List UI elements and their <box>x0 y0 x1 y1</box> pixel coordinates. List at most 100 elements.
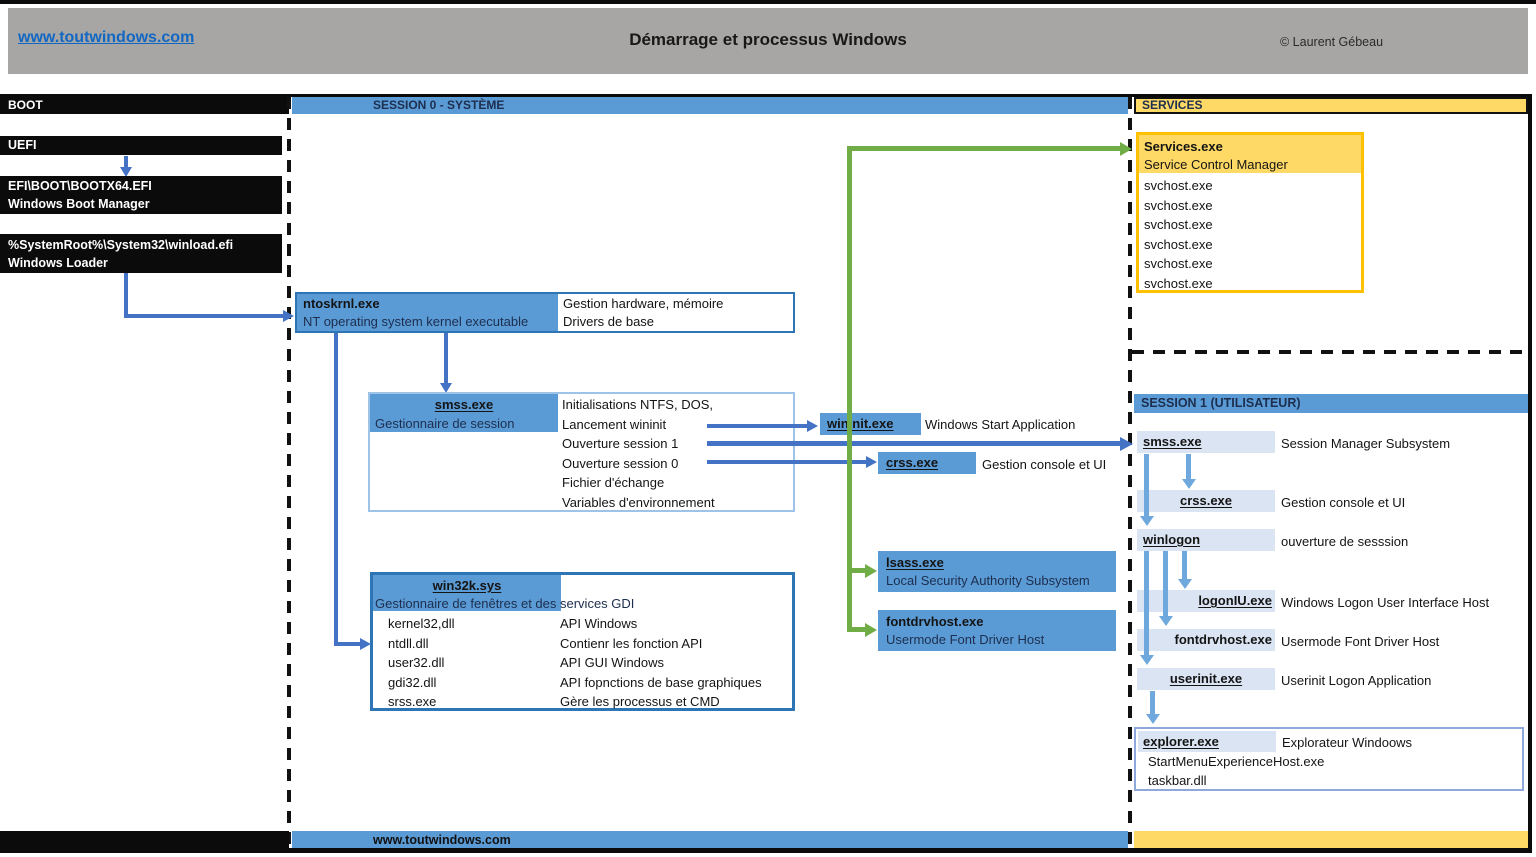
crss-name: crss.exe <box>886 455 939 470</box>
smss-action: Initialisations NTFS, DOS, <box>562 397 713 412</box>
s1-fontdrvhost-desc: Usermode Font Driver Host <box>1281 634 1440 649</box>
ntoskrnl-note-1: Gestion hardware, mémoire <box>563 296 724 311</box>
bottom-bar-boot <box>0 831 289 848</box>
arrowhead-s1-logonui <box>1178 579 1192 589</box>
smss-box: smss.exe Gestionnaire de session Initial… <box>368 392 795 512</box>
smss-action: Lancement wininit <box>562 416 667 432</box>
arrow-ntoskrnl-to-win32k-vertical <box>334 333 338 646</box>
arrowhead-to-crss <box>866 456 877 468</box>
module-file: gdi32.dll <box>388 674 437 690</box>
arrowhead-loader-to-ntoskrnl <box>283 310 294 322</box>
smss-action: Variables d'environnement <box>562 494 715 510</box>
services-scm-name: Services.exe <box>1144 139 1223 154</box>
fontdrvhost-name: fontdrvhost.exe <box>886 614 984 629</box>
windows-loader-label: Windows Loader <box>8 256 108 270</box>
boot-manager-box: EFI\BOOT\BOOTX64.EFI Windows Boot Manage… <box>0 176 282 214</box>
win32k-box: win32k.sys Gestionnaire de fenêtres et d… <box>370 572 795 711</box>
s1-winlogon-desc: ouverture de sesssion <box>1281 534 1409 549</box>
arrow-ntoskrnl-to-smss <box>444 333 448 383</box>
svchost-item: svchost.exe <box>1144 197 1213 213</box>
separator-services-session1 <box>1132 350 1528 354</box>
arrowhead-s1-userinit <box>1140 655 1154 665</box>
module-role: API Windows <box>560 616 638 631</box>
session1-column-header: SESSION 1 (UTILISATEUR) <box>1134 394 1528 413</box>
svchost-item: svchost.exe <box>1144 256 1213 272</box>
green-branch-lsass <box>847 568 867 573</box>
s1-winlogon-box: winlogon <box>1137 529 1275 551</box>
green-line-vertical <box>847 146 852 632</box>
bottom-site-link[interactable]: www.toutwindows.com <box>373 833 511 847</box>
boot-manager-label: Windows Boot Manager <box>8 197 150 211</box>
arrow-ntoskrnl-to-win32k-horizontal <box>334 642 362 646</box>
arrow-s1-userinit-to-explorer <box>1150 691 1155 715</box>
arrowhead-uefi-to-bootmgr <box>120 167 132 177</box>
arrow-s1-winlogon-to-logonui <box>1182 551 1187 580</box>
ntoskrnl-fill <box>297 294 558 331</box>
arrow-s1-winlogon-to-fontdrvhost <box>1163 551 1168 617</box>
arrow-s1-smss-to-winlogon <box>1144 454 1149 517</box>
bottom-bar-services <box>1134 831 1528 848</box>
arrowhead-to-fontdrvhost <box>865 623 877 637</box>
arrow-lancement-wininit <box>707 424 809 428</box>
arrowhead-to-lsass <box>865 564 877 578</box>
win32k-module-roles: API Windows Contienr les fonction API AP… <box>560 614 762 712</box>
separator-boot-session0 <box>287 97 291 848</box>
explorer-label-fill: explorer.exe <box>1138 731 1276 752</box>
arrow-s1-winlogon-to-userinit <box>1144 551 1149 656</box>
module-file: srss.exe <box>388 694 437 709</box>
windows-loader-box: %SystemRoot%\System32\winload.efi Window… <box>0 234 282 273</box>
module-role: API GUI Windows <box>560 655 665 670</box>
fontdrvhost-desc: Usermode Font Driver Host <box>886 632 1045 647</box>
ntoskrnl-note-2: Drivers de base <box>563 314 655 329</box>
svchost-item: svchost.exe <box>1144 275 1213 291</box>
arrowhead-s1-explorer <box>1146 714 1160 724</box>
services-fill <box>1139 135 1361 173</box>
s1-smss-desc: Session Manager Subsystem <box>1281 436 1451 451</box>
windows-loader-path: %SystemRoot%\System32\winload.efi <box>8 238 234 252</box>
page-header: www.toutwindows.com Démarrage et process… <box>8 8 1528 74</box>
svchost-list: svchost.exe svchost.exe svchost.exe svch… <box>1144 176 1213 294</box>
content-bottom-border <box>0 848 1532 853</box>
boot-manager-path: EFI\BOOT\BOOTX64.EFI <box>8 179 152 193</box>
smss-name: smss.exe <box>434 397 494 412</box>
green-branch-fontdrvhost <box>847 627 867 632</box>
arrow-ouverture-session0 <box>707 460 868 464</box>
arrowhead-to-smss <box>440 383 452 393</box>
explorer-box: explorer.exe Explorateur Windoows StartM… <box>1134 727 1524 791</box>
crss-box: crss.exe <box>878 452 976 474</box>
win32k-desc: Gestionnaire de fenêtres et des services… <box>375 596 635 611</box>
module-role: Gère les processus et CMD <box>560 694 720 709</box>
content-right-border <box>1528 94 1532 853</box>
lsass-name: lsass.exe <box>886 555 944 570</box>
s1-logonui-name: logonIU.exe <box>1198 593 1272 608</box>
crss-desc: Gestion console et UI <box>982 457 1107 472</box>
win32k-module-files: kernel32,dll ntdll.dll user32.dll gdi32.… <box>388 614 455 712</box>
fontdrvhost-box: fontdrvhost.exe Usermode Font Driver Hos… <box>878 610 1116 651</box>
uefi-box: UEFI <box>0 136 282 155</box>
smss-fill <box>370 394 558 432</box>
smss-action: Ouverture session 0 <box>562 455 679 471</box>
explorer-desc: Explorateur Windoows <box>1282 735 1413 750</box>
s1-smss-name: smss.exe <box>1143 434 1202 449</box>
win32k-fill <box>373 575 561 611</box>
top-border <box>0 0 1536 4</box>
module-file: user32.dll <box>388 655 445 670</box>
smss-action: Ouverture session 1 <box>562 436 679 451</box>
svchost-item: svchost.exe <box>1144 178 1213 193</box>
arrowhead-to-win32k <box>360 638 371 650</box>
site-link[interactable]: www.toutwindows.com <box>18 29 195 46</box>
bottom-bar-session0: www.toutwindows.com <box>292 831 1128 848</box>
ntoskrnl-desc: NT operating system kernel executable <box>303 314 529 329</box>
page-title: Démarrage et processus Windows <box>629 30 907 49</box>
green-line-to-services <box>847 146 1121 151</box>
smss-actions: Initialisations NTFS, DOS, Lancement win… <box>562 395 715 512</box>
copyright: © Laurent Gébeau <box>1280 35 1384 49</box>
separator-session0-services <box>1128 97 1132 848</box>
arrowhead-s1-crss <box>1182 479 1196 489</box>
arrowhead-s1-fontdrvhost <box>1159 616 1173 626</box>
win32k-name: win32k.sys <box>432 578 502 593</box>
s1-userinit-name: userinit.exe <box>1169 671 1243 686</box>
arrow-uefi-to-bootmgr <box>124 156 128 168</box>
module-file: kernel32,dll <box>388 616 455 631</box>
